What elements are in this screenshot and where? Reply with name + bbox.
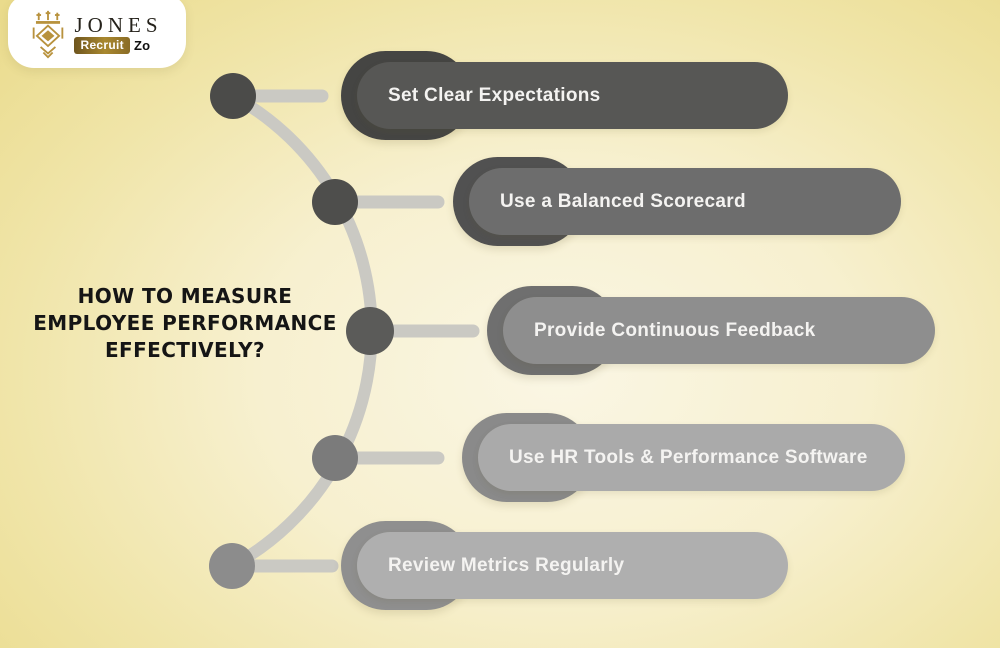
pill-front-layer: Review Metrics Regularly — [357, 532, 788, 599]
pill-front-layer: Use HR Tools & Performance Software — [478, 424, 905, 491]
brand-emblem-icon — [33, 10, 64, 59]
brand-name: JONES — [74, 13, 163, 37]
title-line-3: EFFECTIVELY? — [104, 338, 266, 362]
pill-label: Review Metrics Regularly — [388, 554, 625, 576]
pill-front-layer: Provide Continuous Feedback — [503, 297, 935, 364]
pill-label: Provide Continuous Feedback — [534, 319, 816, 341]
pill-front-layer: Set Clear Expectations — [357, 62, 788, 129]
title-line-2: EMPLOYEE PERFORMANCE — [33, 311, 337, 335]
pill-label: Use a Balanced Scorecard — [500, 190, 746, 212]
pill-label: Set Clear Expectations — [388, 84, 601, 106]
pill-label: Use HR Tools & Performance Software — [509, 446, 868, 468]
zo-label: Zo — [133, 38, 151, 53]
timeline-node — [210, 73, 256, 119]
pill-front-layer: Use a Balanced Scorecard — [469, 168, 901, 235]
logo-card: JONES Recruit Zo — [8, 0, 186, 68]
timeline-node — [209, 543, 255, 589]
timeline-node — [312, 435, 358, 481]
recruit-badge: Recruit — [74, 37, 130, 54]
title-line-1: HOW TO MEASURE — [77, 284, 293, 308]
infographic-title: HOW TO MEASURE EMPLOYEE PERFORMANCE EFFE… — [25, 283, 345, 364]
timeline-node — [312, 179, 358, 225]
timeline-node — [346, 307, 394, 355]
